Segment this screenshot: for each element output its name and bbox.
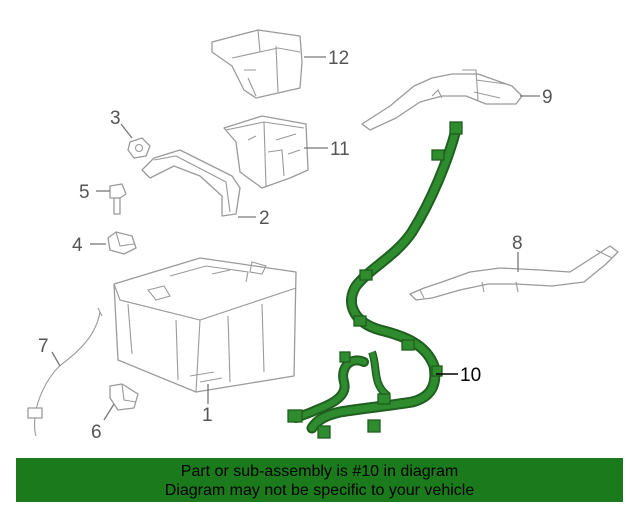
part-2-hold-down-bracket [141, 149, 241, 217]
leader-lines [51, 56, 540, 421]
callout-10: 10 [460, 365, 481, 386]
callout-5: 5 [79, 182, 90, 203]
callout-7: 7 [38, 336, 49, 357]
callout-12: 12 [328, 48, 349, 69]
part-6-bracket [109, 383, 139, 411]
part-5-bolt [109, 183, 127, 215]
part-12-fuse-cover [211, 29, 303, 99]
callout-1: 1 [202, 405, 213, 426]
parts-diagram: 1 2 3 4 5 6 7 8 9 10 11 12 [27, 29, 619, 443]
callout-6: 6 [91, 422, 102, 443]
part-10-battery-cable [287, 121, 463, 439]
part-1-battery [113, 257, 297, 393]
info-banner: Part or sub-assembly is #10 in diagram D… [16, 458, 623, 502]
part-7-vent-tube [27, 307, 103, 437]
part-4-terminal-cover [107, 231, 137, 255]
callout-2: 2 [259, 208, 270, 229]
part-9-positive-cable [361, 69, 523, 131]
part-11-fuse-block [223, 115, 309, 189]
callout-3: 3 [110, 108, 121, 129]
part-3-nut [127, 137, 151, 159]
banner-line-1: Part or sub-assembly is #10 in diagram [180, 463, 459, 480]
callout-11: 11 [330, 139, 350, 160]
part-8-ground-strap [409, 245, 619, 301]
callout-9: 9 [542, 87, 553, 108]
callout-8: 8 [512, 233, 523, 254]
banner-line-2: Diagram may not be specific to your vehi… [164, 482, 475, 499]
callout-4: 4 [72, 235, 83, 256]
